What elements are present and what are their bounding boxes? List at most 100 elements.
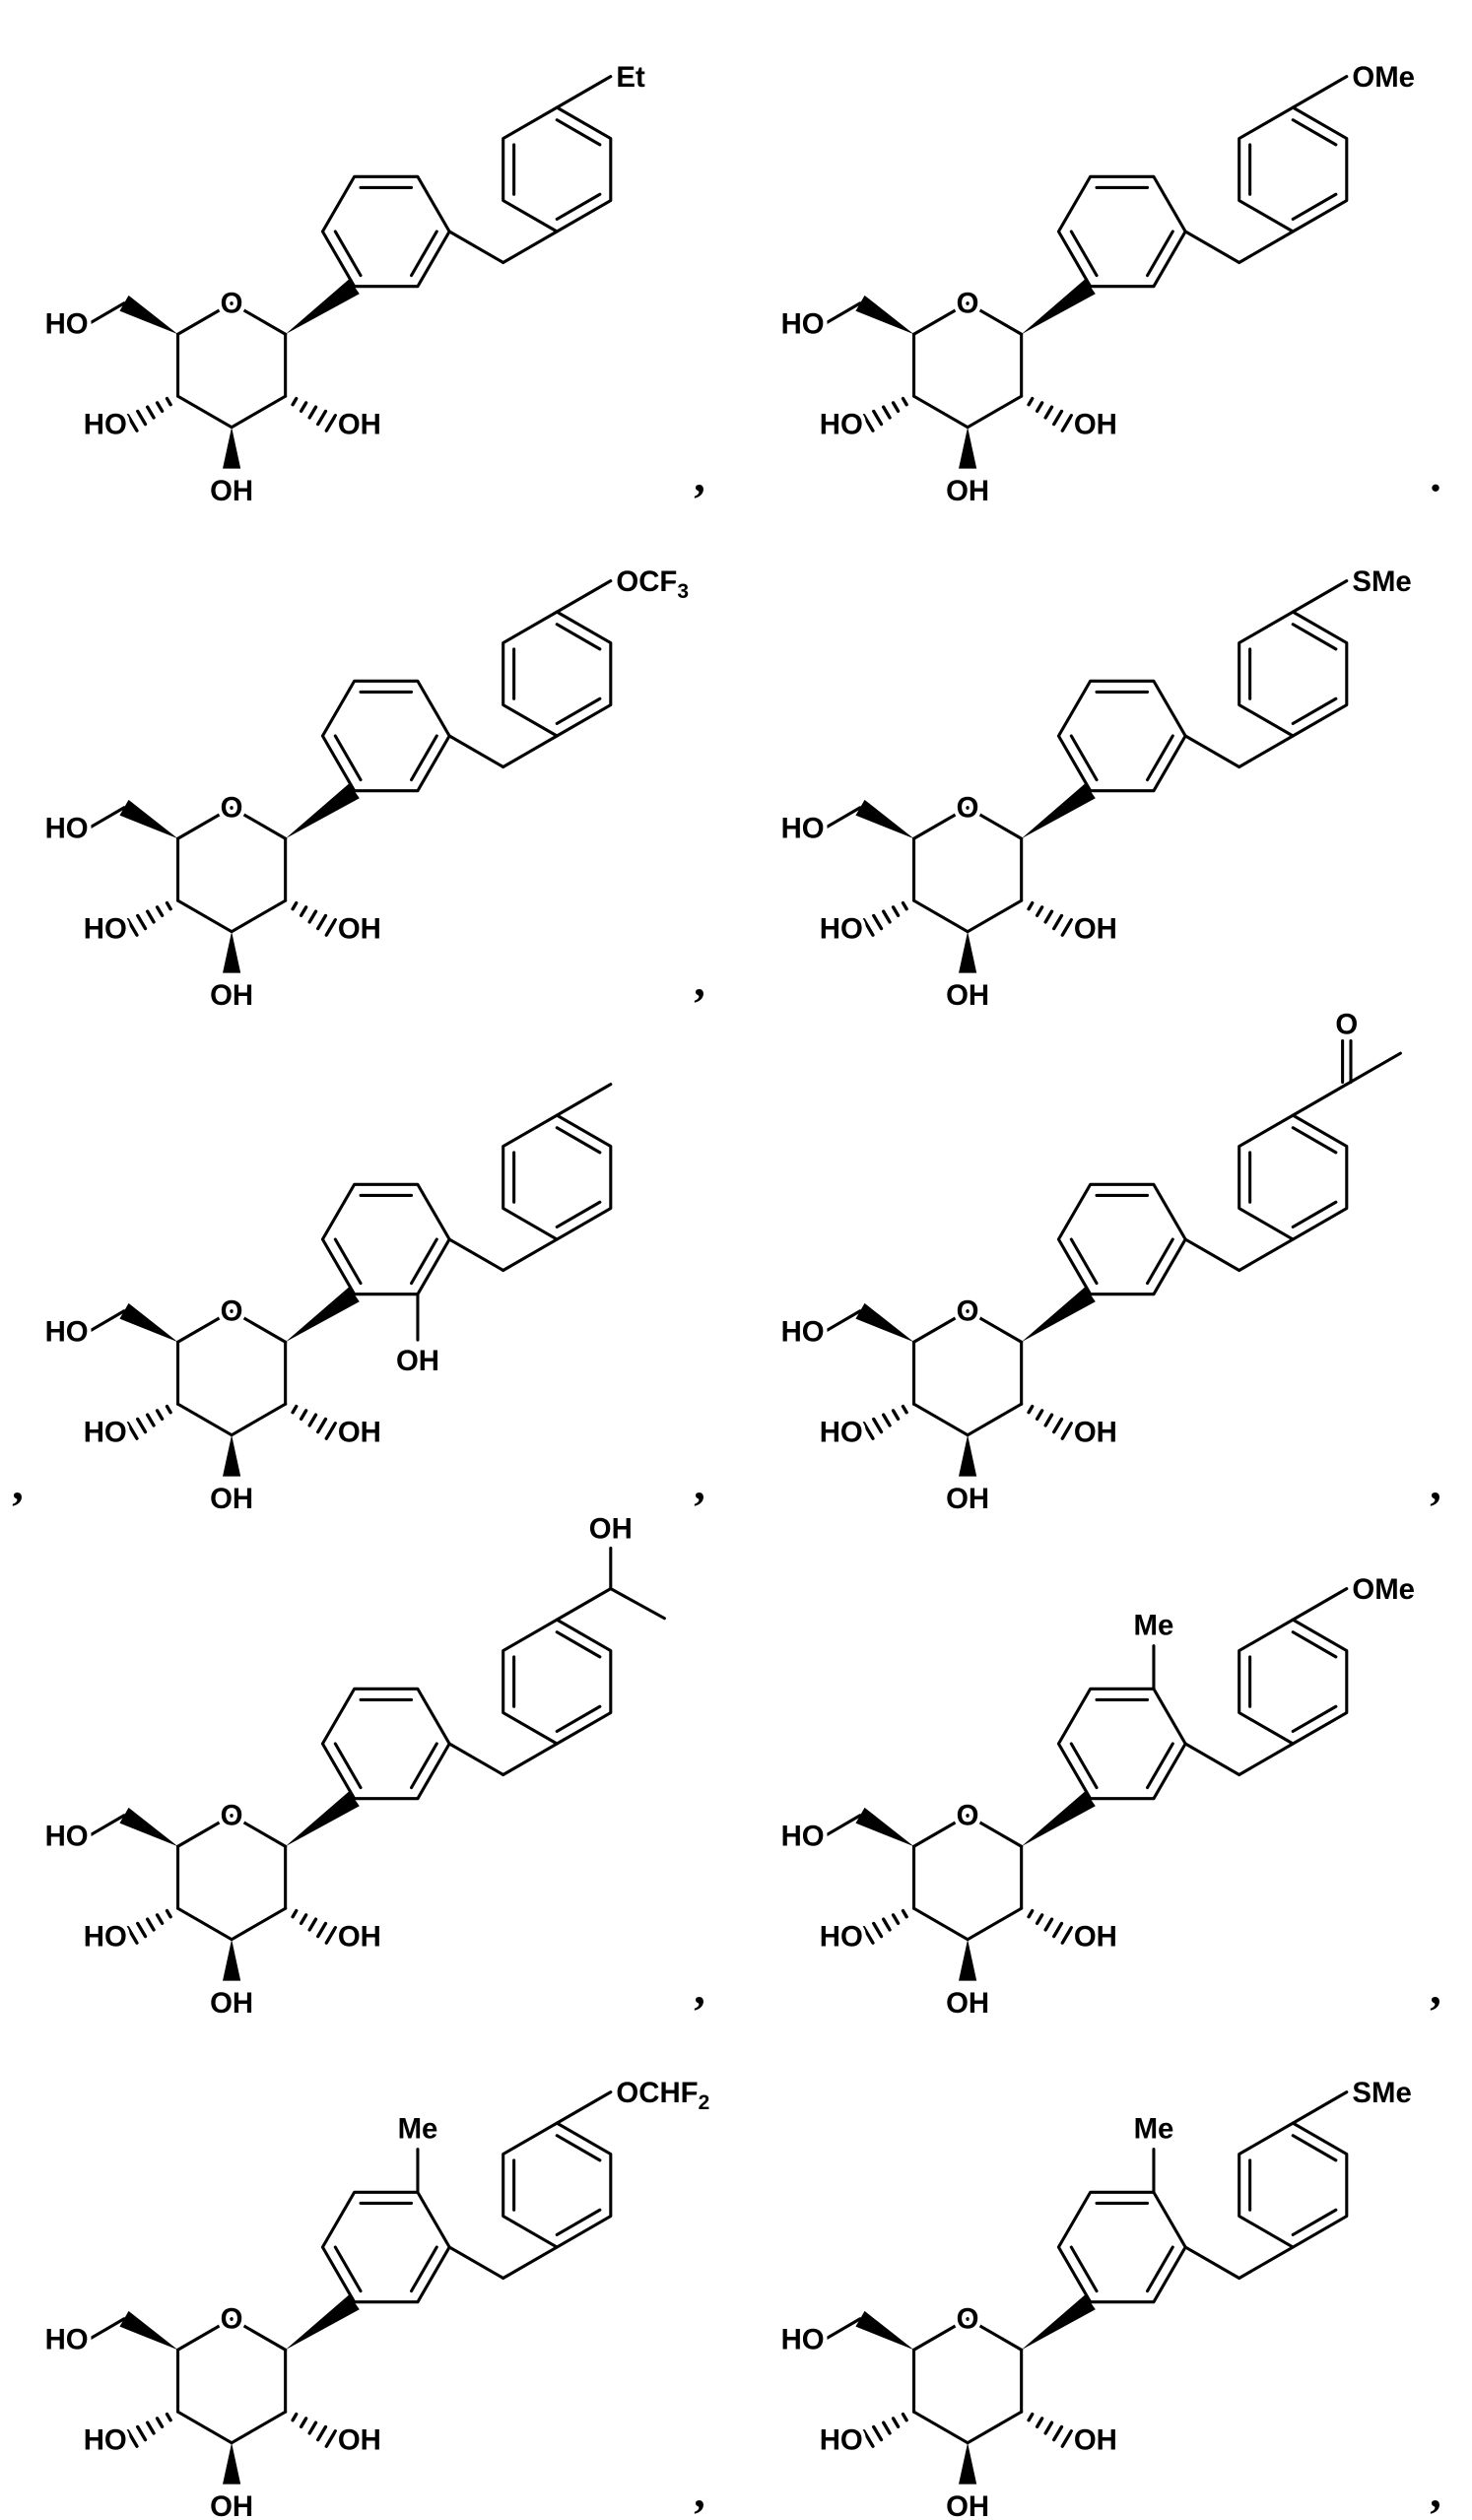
hydroxymethyl-label: HO [45,308,89,341]
ring-oxygen-label: O [221,1799,243,1831]
c4-hydroxyl-label: HO [820,912,863,945]
central-benzene-ring [320,1182,451,1296]
c2-hydroxyl-label: OH [338,409,381,441]
c2-hydroxyl-label: OH [1074,409,1117,441]
central-methyl-label: Me [1134,1609,1174,1641]
central-benzene-ring [320,2191,451,2304]
substituent-label: OMe [1352,61,1415,94]
benzylic-bridge [447,230,559,265]
substituent-label: OCF3 [616,565,689,603]
side-chain-hydroxyl-label: OH [589,1512,633,1545]
central-benzene-ring [320,174,451,289]
ring-oxygen-label: O [221,791,243,824]
c2-hydroxyl-label: OH [338,1417,381,1449]
terminal-substituent: Et [555,57,649,109]
c4-hydroxyl-label: HO [820,1417,863,1449]
hydroxymethyl-label: HO [781,1316,825,1349]
c2-hydroxyl-label: OH [1074,912,1117,945]
c2-hydroxyl-label: OH [1074,2424,1117,2457]
c2-hydroxyl-label: OH [338,2424,381,2457]
ring-oxygen-label: O [957,1799,979,1831]
ring-oxygen-label: O [957,2303,979,2336]
c4-hydroxyl-label: HO [820,409,863,441]
hydroxymethyl-label: HO [45,812,89,844]
terminal-benzene-ring [1238,105,1349,233]
benzylic-bridge [1183,1742,1295,1776]
central-methyl: Me [1129,2109,1178,2195]
terminal-benzene-ring [502,610,613,738]
hydroxymethyl-label: HO [781,2324,825,2356]
central-methyl-label: Me [1134,2113,1174,2146]
substituent-label: SMe [1352,565,1411,598]
c2-hydroxyl-label: OH [1074,1920,1117,1953]
central-benzene-ring [1056,1687,1187,1801]
benzylic-bridge [1183,230,1295,265]
central-benzene-ring [320,679,451,792]
c2-hydroxyl-label: OH [338,1920,381,1953]
terminal-substituent: O [1291,1008,1402,1117]
central-methyl: Me [393,2109,442,2195]
separator-after: . [1430,451,1441,501]
c4-hydroxyl-label: HO [84,2424,127,2457]
benzylic-bridge [447,1742,559,1776]
phenol-hydroxyl-label: OH [396,1345,439,1377]
hydroxymethyl-label: HO [781,1820,825,1852]
central-methyl-label: Me [398,2113,438,2146]
terminal-substituent: OH [555,1512,666,1622]
benzylic-bridge [1183,734,1295,768]
separator-after: , [694,1459,705,1509]
substituent-label: OCHF2 [616,2078,709,2115]
terminal-substituent: SMe [1291,562,1416,614]
c3-hydroxyl-label: OH [210,2490,253,2520]
benzylic-bridge [1183,2245,1295,2281]
c3-hydroxyl-label: OH [210,1483,253,1512]
c3-hydroxyl-label: OH [210,978,253,1008]
terminal-benzene-ring [502,2121,613,2249]
central-benzene-ring [1056,174,1187,289]
separator-before: , [12,1459,24,1509]
central-hydroxyl: OH [392,1293,443,1381]
benzylic-bridge [447,1237,559,1273]
terminal-benzene-ring [502,105,613,233]
ring-oxygen-label: O [221,2303,243,2336]
c4-hydroxyl-label: HO [84,1417,127,1449]
hydroxymethyl-label: HO [45,2324,89,2356]
c3-hydroxyl-label: OH [946,978,989,1008]
c4-hydroxyl-label: HO [820,2424,863,2457]
hydroxymethyl-label: HO [781,308,825,341]
terminal-benzene-ring [1238,2121,1349,2249]
separator-after: , [1430,1459,1441,1509]
terminal-benzene-ring [502,1113,613,1241]
c4-hydroxyl-label: HO [84,912,127,945]
benzylic-bridge [447,2245,559,2281]
substituent-label: OMe [1352,1573,1415,1606]
